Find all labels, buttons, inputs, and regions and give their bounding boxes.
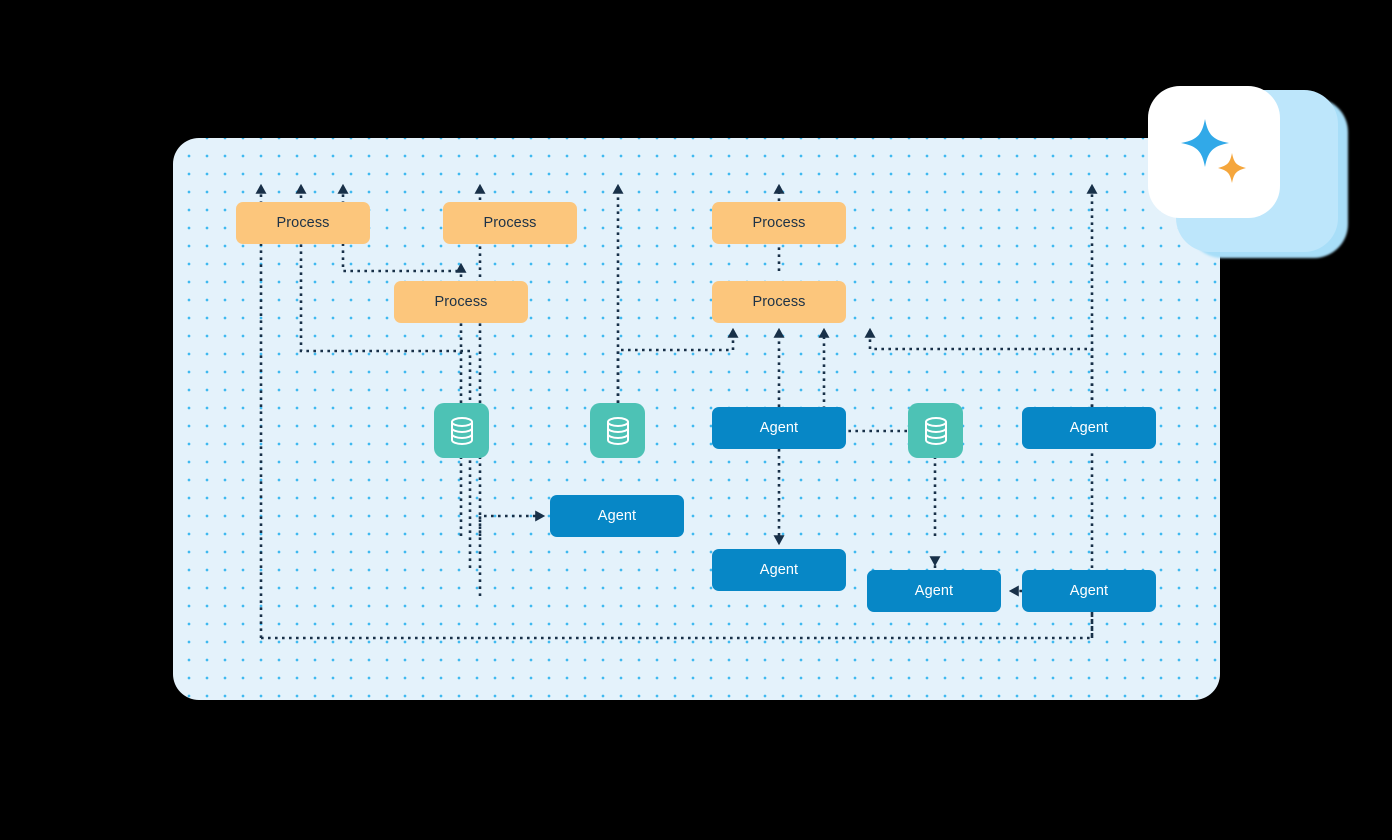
edge-agent2-to-process5 xyxy=(864,327,1094,407)
node-label: Process xyxy=(483,215,537,231)
node-label: Agent xyxy=(597,508,637,524)
diagram-canvas[interactable]: Process Process Process Process Process xyxy=(173,138,1220,700)
node-label: Agent xyxy=(759,562,799,578)
node-agent-6[interactable]: Agent xyxy=(1022,570,1156,612)
node-agent-2[interactable]: Agent xyxy=(1022,407,1156,449)
node-label: Process xyxy=(434,294,488,310)
database-icon xyxy=(924,416,947,445)
node-label: Agent xyxy=(1069,583,1109,599)
node-process-1[interactable]: Process xyxy=(236,202,370,244)
logo-card xyxy=(1148,86,1280,218)
node-process-3[interactable]: Process xyxy=(712,202,846,244)
node-process-5[interactable]: Process xyxy=(712,281,846,323)
node-agent-4[interactable]: Agent xyxy=(712,549,846,591)
edge-db2-to-process5 xyxy=(616,327,739,403)
node-agent-5[interactable]: Agent xyxy=(867,570,1001,612)
node-agent-3[interactable]: Agent xyxy=(550,495,684,537)
node-label: Agent xyxy=(759,420,799,436)
app-logo-badge xyxy=(1148,86,1348,286)
node-label: Agent xyxy=(914,583,954,599)
node-process-4[interactable]: Process xyxy=(394,281,528,323)
sparkle-icon xyxy=(1181,119,1246,183)
database-icon xyxy=(606,416,629,445)
node-label: Process xyxy=(752,294,806,310)
database-icon xyxy=(450,416,473,445)
node-agent-1[interactable]: Agent xyxy=(712,407,846,449)
node-label: Agent xyxy=(1069,420,1109,436)
node-label: Process xyxy=(752,215,806,231)
node-database-1[interactable] xyxy=(434,403,489,458)
edge-db1-to-agent3 xyxy=(478,510,546,596)
node-label: Process xyxy=(276,215,330,231)
node-database-3[interactable] xyxy=(908,403,963,458)
node-process-2[interactable]: Process xyxy=(443,202,577,244)
node-database-2[interactable] xyxy=(590,403,645,458)
